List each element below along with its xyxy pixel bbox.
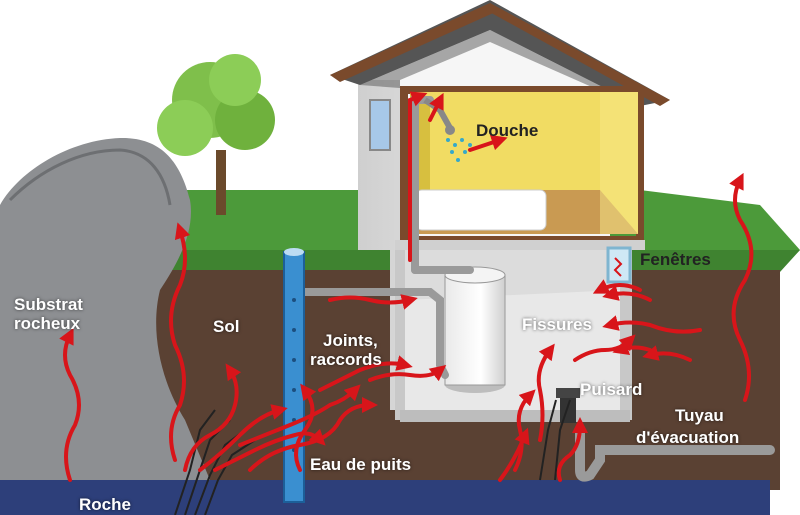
tree-illustration xyxy=(157,54,275,215)
label-tuyau-line2: d'évacuation xyxy=(636,428,740,447)
label-substrat-line2: rocheux xyxy=(14,314,81,333)
well-pipe xyxy=(283,248,305,503)
rock-substrate xyxy=(0,137,210,480)
label-fenetres: Fenêtres xyxy=(640,250,711,269)
label-eau-de-puits: Eau de puits xyxy=(310,455,412,474)
label-puisard: Puisard xyxy=(580,380,643,399)
radon-flow-arrows xyxy=(59,91,754,482)
label-douche: Douche xyxy=(476,121,539,140)
label-roche: Roche xyxy=(79,495,131,514)
label-joints-line2: raccords xyxy=(310,350,382,369)
bedrock-layer xyxy=(0,480,770,515)
label-fissures: Fissures xyxy=(522,315,592,334)
label-substrat-line1: Substrat xyxy=(14,295,83,314)
label-joints-line1: Joints, xyxy=(323,331,378,350)
label-tuyau-line1: Tuyau xyxy=(675,406,724,425)
water-tank xyxy=(444,266,506,393)
basement-window xyxy=(606,246,632,284)
label-sol: Sol xyxy=(213,317,240,336)
